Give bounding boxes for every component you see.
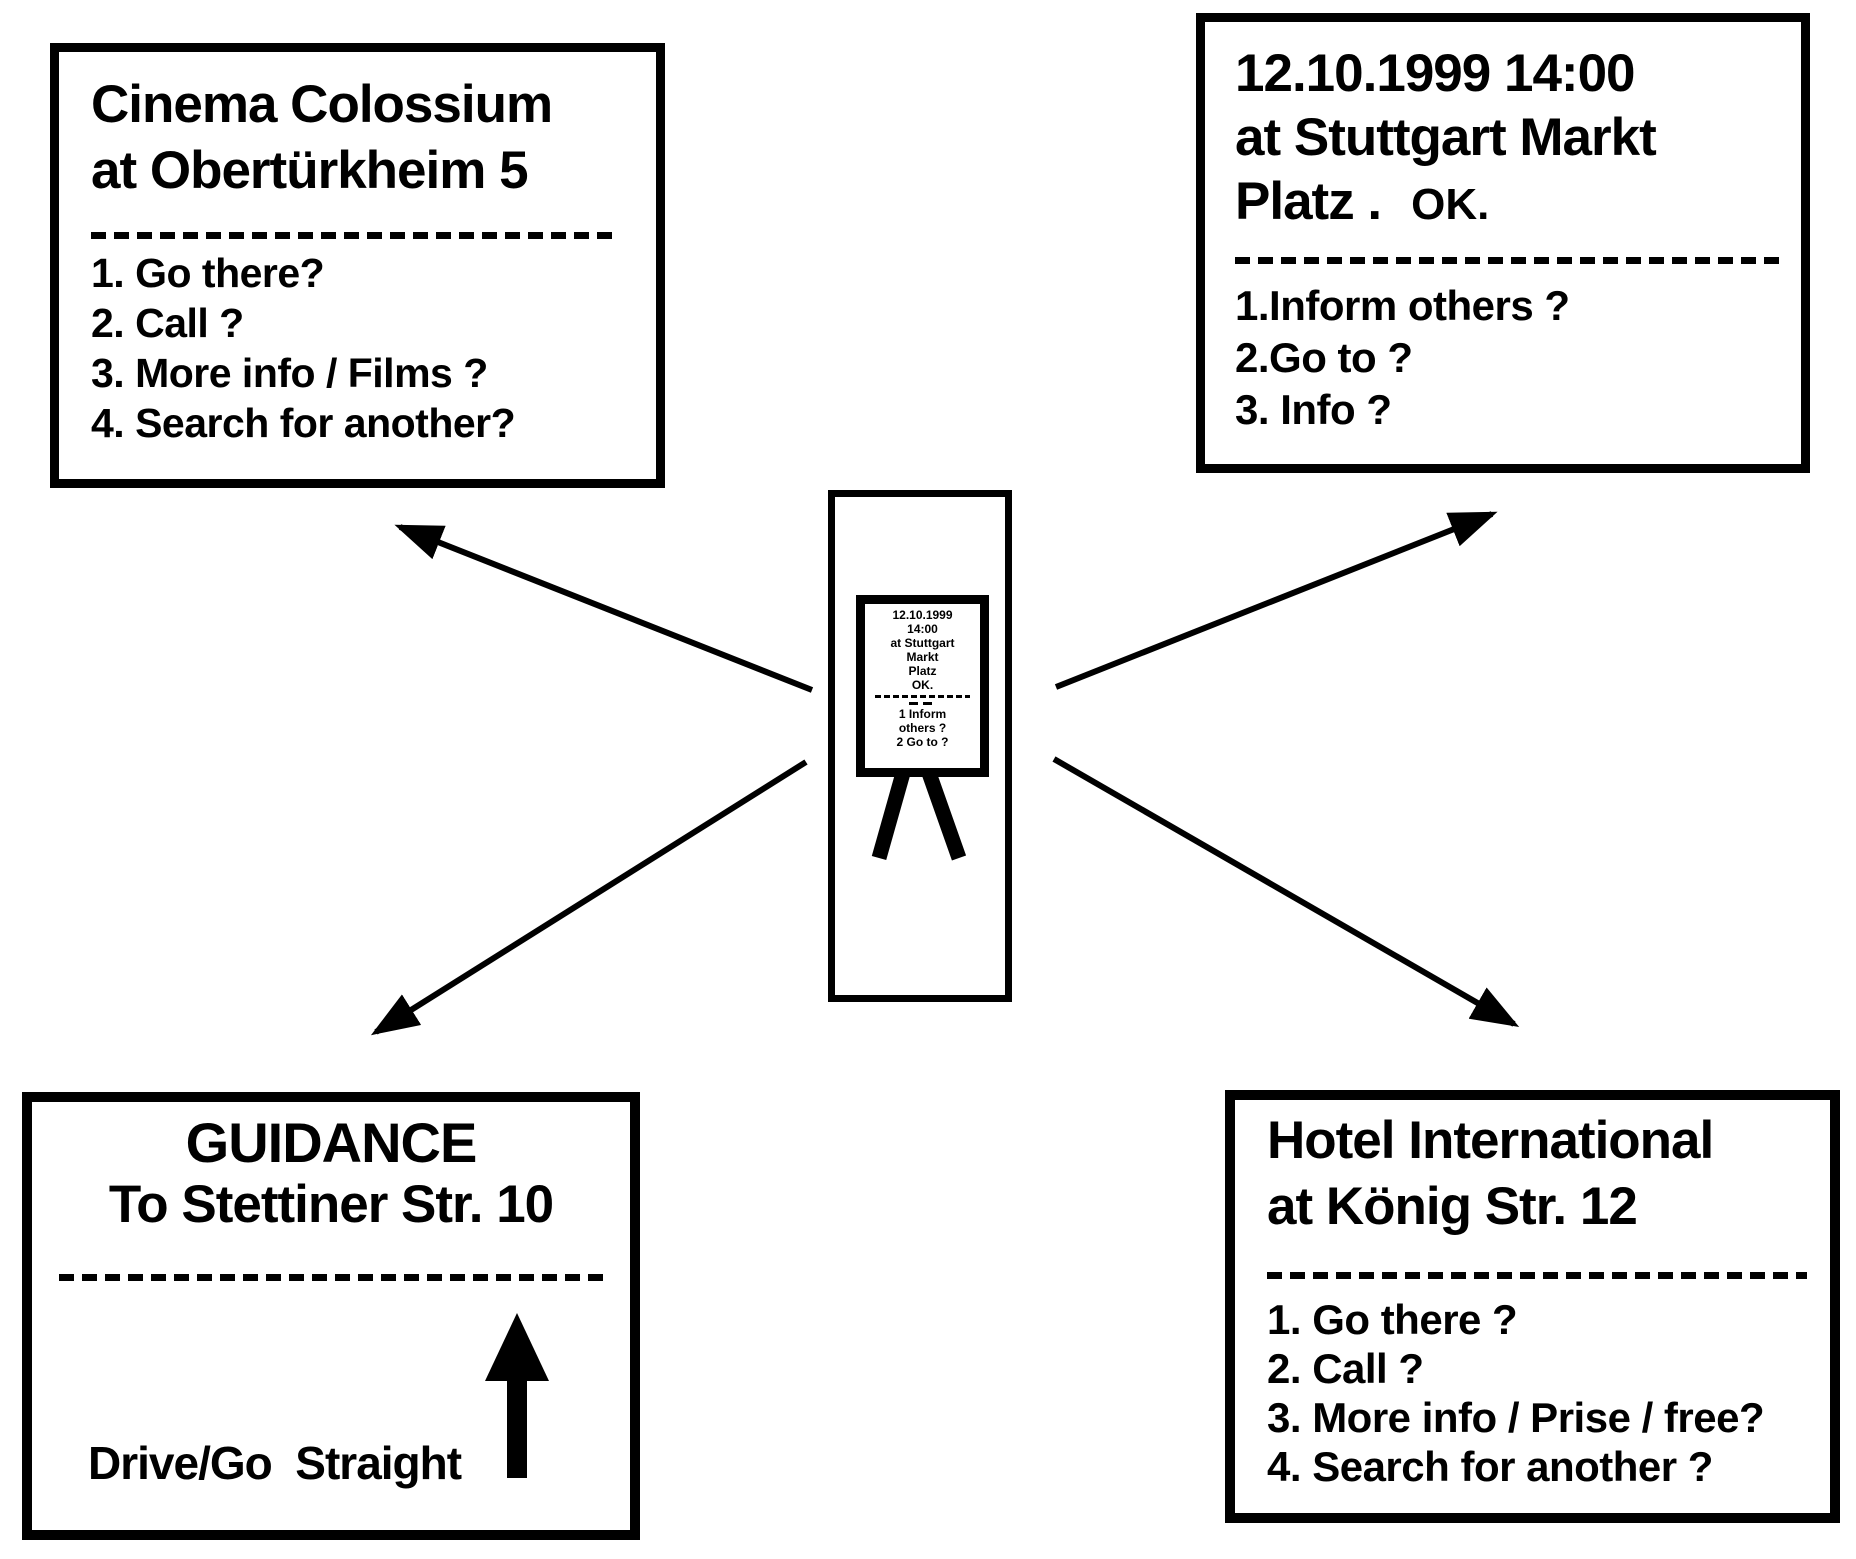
hotel-menu-item-2: 2. Call ? [1267,1345,1424,1392]
cinema-menu-item-2: 2. Call ? [91,300,244,346]
cinema-menu-item-1: 1. Go there? [91,250,325,296]
cinema-title: Cinema Colossium at Obertürkheim 5 [91,72,656,204]
hotel-title-line-2: at König Str. 12 [1267,1177,1638,1236]
guidance-title-line-1: GUIDANCE [185,1111,478,1174]
hotel-menu: 1. Go there ? 2. Call ? 3. More info / P… [1267,1295,1830,1491]
cinema-menu-item-4: 4. Search for another? [91,400,516,446]
screen-separator-dashed [875,695,970,698]
device-screen: 12.10.1999 14:00 at Stuttgart Markt Plat… [856,595,989,777]
screen-line-3: at Stuttgart [890,636,955,650]
event-box: 12.10.1999 14:00 at Stuttgart Markt Plat… [1196,13,1810,473]
screen-menu-line-1: 1 Inform [898,707,947,721]
event-separator-dashed [1235,257,1780,264]
screen-separator-short [908,702,937,705]
event-title-platz: Platz . [1235,172,1382,231]
drive-instruction: Drive/Go Straight [88,1437,462,1489]
event-title: 12.10.1999 14:00 at Stuttgart Markt Plat… [1235,42,1801,237]
screen-menu-line-2: others ? [898,721,947,735]
screen-line-2: 14:00 [907,622,938,636]
info-terminal-device: 12.10.1999 14:00 at Stuttgart Markt Plat… [828,490,1012,1002]
guidance-box: GUIDANCE To Stettiner Str. 10 Drive/Go S… [22,1092,640,1540]
event-menu-item-3: 3. Info ? [1235,386,1392,433]
screen-line-6: OK. [911,678,934,692]
event-menu: 1.Inform others ? 2.Go to ? 3. Info ? [1235,280,1801,436]
arrow-to-event-icon [1054,511,1498,690]
screen-line-1: 12.10.1999 [892,608,953,622]
event-title-line-1: 12.10.1999 14:00 [1235,44,1636,103]
cinema-menu-item-3: 3. More info / Films ? [91,350,488,396]
hotel-menu-item-3: 3. More info / Prise / free? [1267,1394,1765,1441]
event-title-line-2: at Stuttgart Markt [1235,108,1657,167]
hotel-menu-item-4: 4. Search for another ? [1267,1443,1713,1490]
hotel-separator-dashed [1267,1272,1807,1279]
guidance-title: GUIDANCE To Stettiner Str. 10 [32,1112,630,1236]
hotel-title: Hotel International at König Str. 12 [1267,1108,1830,1240]
cinema-title-line-1: Cinema Colossium [91,75,553,134]
arrow-to-hotel-icon [1052,756,1520,1027]
event-menu-item-1: 1.Inform others ? [1235,282,1570,329]
event-ok-label: OK. [1411,180,1490,229]
cinema-menu: 1. Go there? 2. Call ? 3. More info / Fi… [91,248,656,448]
hotel-title-line-1: Hotel International [1267,1111,1714,1170]
event-menu-item-2: 2.Go to ? [1235,334,1413,381]
arrow-to-cinema-icon [394,524,814,693]
cinema-separator-dashed [91,232,613,239]
screen-menu-line-3: 2 Go to ? [896,735,949,749]
hotel-box: Hotel International at König Str. 12 1. … [1225,1090,1840,1523]
screen-line-4: Markt [906,650,939,664]
guidance-separator-dashed [58,1274,604,1281]
hotel-menu-item-1: 1. Go there ? [1267,1296,1518,1343]
arrow-to-guidance-icon [370,759,808,1036]
guidance-title-line-2: To Stettiner Str. 10 [108,1175,554,1234]
cinema-box: Cinema Colossium at Obertürkheim 5 1. Go… [50,43,665,488]
event-title-line-3: Platz . OK. [1235,170,1801,237]
screen-line-5: Platz [908,664,937,678]
cinema-title-line-2: at Obertürkheim 5 [91,141,529,200]
